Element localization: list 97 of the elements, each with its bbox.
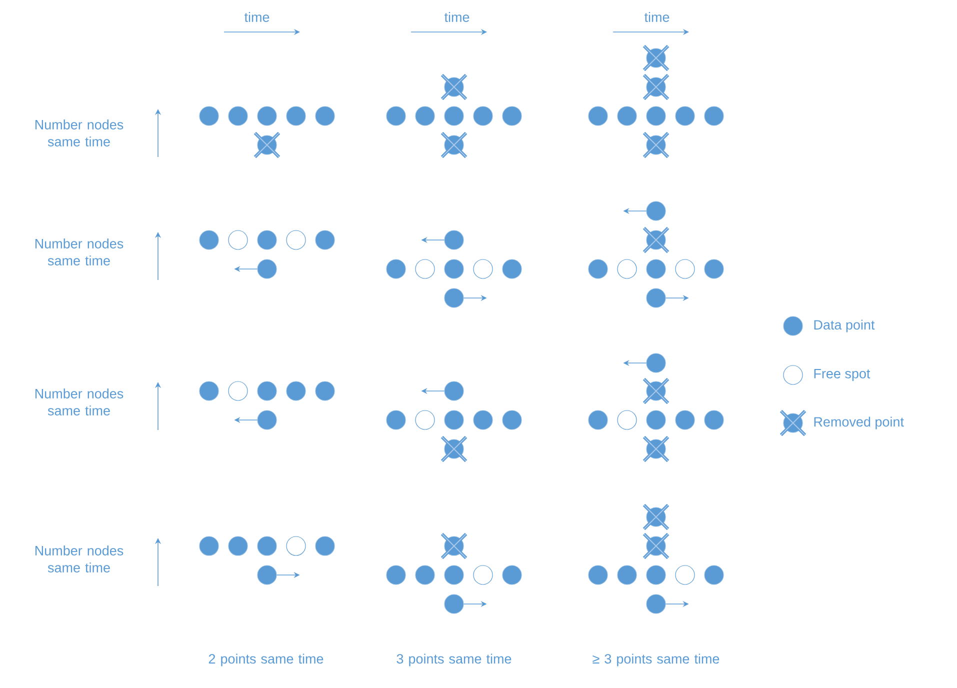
data-point — [257, 410, 277, 430]
free-spot — [675, 565, 695, 585]
free-spot — [473, 565, 493, 585]
data-point — [646, 594, 666, 614]
data-point — [646, 353, 666, 373]
data-point — [704, 410, 724, 430]
data-point — [315, 381, 335, 401]
data-point — [444, 565, 464, 585]
data-point — [473, 410, 493, 430]
data-point — [199, 381, 219, 401]
data-point — [646, 565, 666, 585]
data-point — [386, 565, 406, 585]
data-point — [675, 410, 695, 430]
removed-point — [642, 44, 670, 72]
data-point — [228, 106, 248, 126]
data-point — [286, 381, 306, 401]
data-point — [617, 106, 637, 126]
data-point — [502, 565, 522, 585]
data-point — [704, 259, 724, 279]
data-point — [444, 594, 464, 614]
data-point — [502, 259, 522, 279]
data-point — [704, 106, 724, 126]
removed-point — [642, 377, 670, 405]
data-point — [502, 410, 522, 430]
free-spot — [228, 381, 248, 401]
data-point — [646, 201, 666, 221]
data-point — [257, 106, 277, 126]
data-point — [415, 565, 435, 585]
free-spot — [228, 230, 248, 250]
data-point — [588, 410, 608, 430]
data-point — [199, 106, 219, 126]
removed-point — [642, 226, 670, 254]
data-point — [315, 106, 335, 126]
data-point — [588, 106, 608, 126]
data-point — [588, 259, 608, 279]
data-point — [704, 565, 724, 585]
row-label: Number nodes same time — [35, 120, 124, 146]
legend-label: Removed point — [814, 416, 904, 430]
free-spot — [286, 536, 306, 556]
data-point — [646, 288, 666, 308]
column-label: ≥ 3 points same time — [592, 654, 720, 666]
legend-label: Free spot — [814, 368, 870, 382]
free-spot — [415, 259, 435, 279]
data-point — [257, 259, 277, 279]
data-point — [588, 565, 608, 585]
free-spot — [473, 259, 493, 279]
column-label: 3 points same time — [396, 654, 512, 666]
axis-label: time — [444, 12, 470, 22]
free-spot — [617, 259, 637, 279]
free-spot — [286, 230, 306, 250]
removed-point — [440, 73, 468, 101]
removed-point — [642, 131, 670, 159]
data-point — [315, 230, 335, 250]
row-label: Number nodes same time — [35, 238, 124, 266]
removed-point — [642, 532, 670, 560]
removed-point — [440, 435, 468, 463]
data-point — [257, 536, 277, 556]
data-point — [502, 106, 522, 126]
removed-point — [642, 435, 670, 463]
data-point — [286, 106, 306, 126]
data-point — [257, 230, 277, 250]
data-point — [617, 565, 637, 585]
data-point — [199, 230, 219, 250]
free-spot — [675, 259, 695, 279]
data-point — [646, 106, 666, 126]
data-point — [228, 536, 248, 556]
column-label: 2 points same time — [208, 654, 324, 666]
removed-point — [253, 131, 281, 159]
data-point — [444, 288, 464, 308]
legend-label: Data point — [814, 320, 875, 332]
data-point — [473, 106, 493, 126]
data-point — [444, 230, 464, 250]
data-point — [675, 106, 695, 126]
data-point — [386, 106, 406, 126]
removed-point — [440, 131, 468, 159]
data-point — [444, 106, 464, 126]
data-point — [257, 381, 277, 401]
removed-point — [642, 503, 670, 531]
row-label: Number nodes same time — [35, 546, 124, 572]
axis-label: time — [644, 12, 670, 22]
data-point — [415, 106, 435, 126]
data-point — [444, 259, 464, 279]
data-point — [315, 536, 335, 556]
row-label: Number nodes same time — [35, 388, 124, 416]
data-point — [257, 565, 277, 585]
axis-label: time — [244, 12, 270, 22]
data-point — [444, 410, 464, 430]
data-point — [646, 259, 666, 279]
free-spot — [415, 410, 435, 430]
data-point — [444, 381, 464, 401]
free-spot — [617, 410, 637, 430]
data-point — [386, 410, 406, 430]
data-point — [646, 410, 666, 430]
removed-point — [642, 73, 670, 101]
data-point — [199, 536, 219, 556]
data-point — [386, 259, 406, 279]
removed-point — [440, 532, 468, 560]
